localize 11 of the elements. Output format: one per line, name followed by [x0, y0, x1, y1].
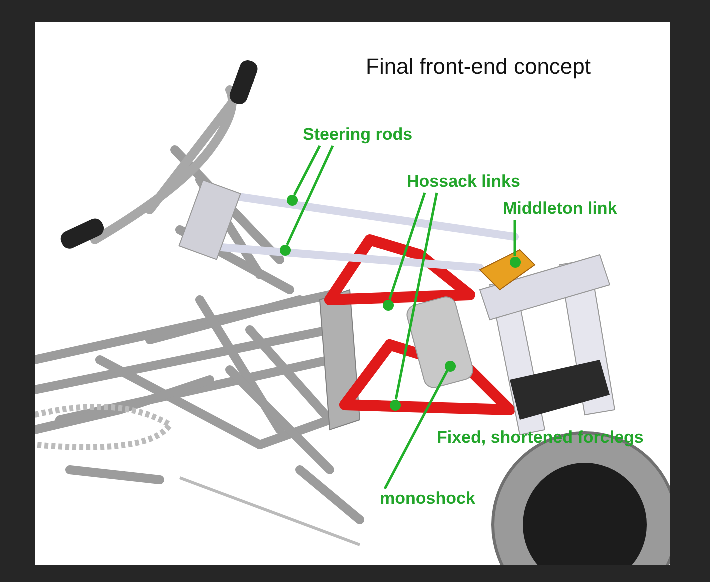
leader-line — [514, 220, 516, 256]
leader-line — [384, 370, 449, 490]
callout-label: Hossack links — [407, 172, 520, 192]
callout-label: Middleton link — [503, 199, 618, 219]
leader-line — [394, 192, 438, 400]
leader-line — [388, 192, 426, 300]
leader-line — [286, 145, 334, 246]
callout-label: Steering rods — [303, 125, 413, 145]
callout-label: monoshock — [380, 489, 476, 509]
diagram-title: Final front-end concept — [366, 54, 592, 80]
leader-line — [293, 145, 322, 196]
